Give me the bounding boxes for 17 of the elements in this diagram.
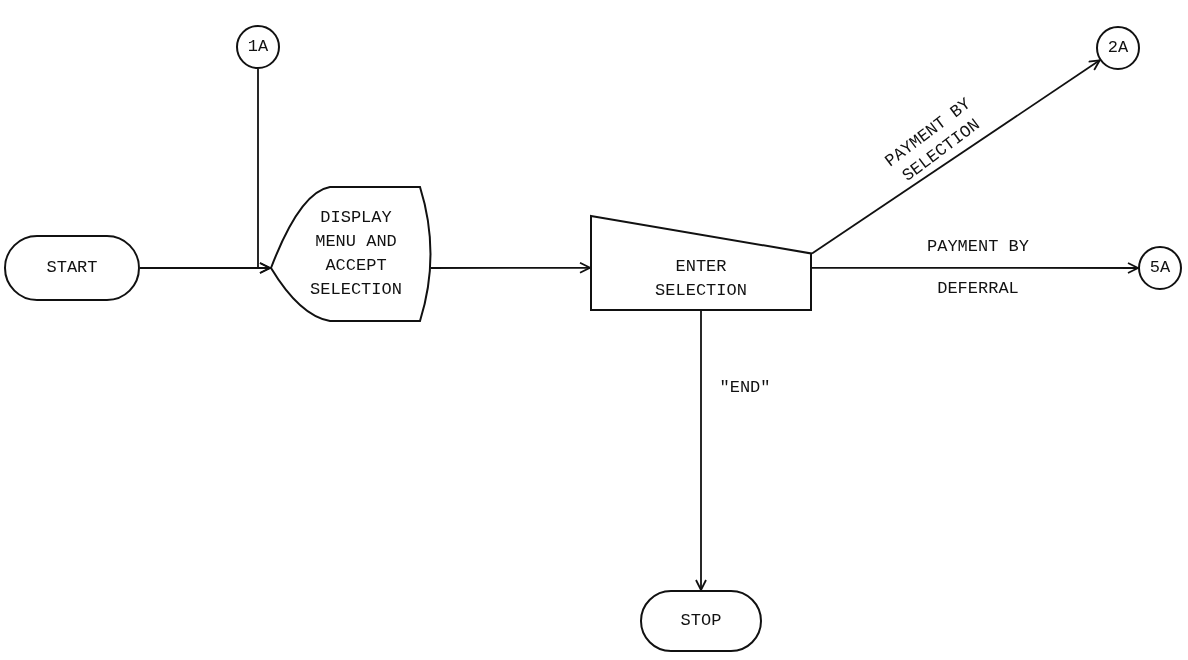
node-text: 5A — [1149, 257, 1171, 279]
edge-label: PAYMENT BY DEFERRAL — [926, 236, 1030, 300]
connector-circle — [236, 25, 280, 69]
arrow — [695, 310, 707, 591]
connector-circle — [1138, 246, 1182, 290]
node-text: 2A — [1107, 37, 1129, 59]
node-text: STOP — [680, 610, 722, 632]
node-text: 1A — [247, 36, 269, 58]
arrow — [139, 262, 271, 274]
manual-input-shape — [590, 215, 812, 311]
node-text: START — [46, 257, 98, 279]
connector-circle — [1096, 26, 1140, 70]
node-text: DISPLAY MENU AND ACCEPT SELECTION — [309, 207, 403, 301]
arrow — [811, 262, 1139, 274]
edge-label: "END" — [718, 377, 772, 399]
node-text: ENTER SELECTION — [654, 256, 748, 302]
arrow — [811, 59, 1101, 255]
